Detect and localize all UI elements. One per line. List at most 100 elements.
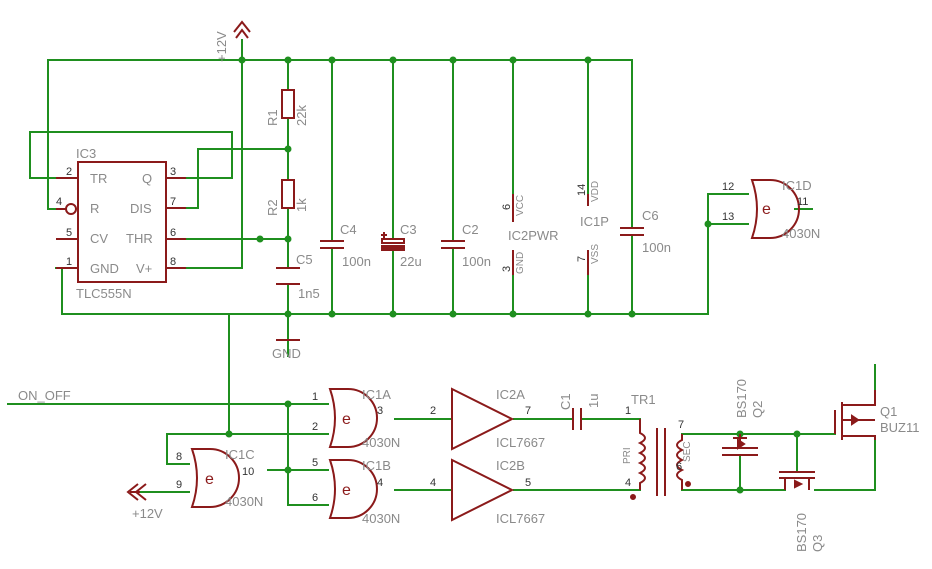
c1-value: 1u <box>586 394 601 408</box>
ic3-pinnum-tr: 2 <box>66 166 72 178</box>
ic2pwr-vcc: VCC <box>515 195 526 216</box>
ic3-pinnum-cv: 5 <box>66 227 72 239</box>
ic3-ref: IC3 <box>76 146 96 161</box>
ic1d-symbol: e <box>762 201 771 218</box>
vcc-top-symbol: +12V <box>214 20 251 62</box>
ic3-pinnum-thr: 6 <box>170 227 176 239</box>
ic3-pinnum-r: 4 <box>56 196 62 208</box>
ic2pwr-gnd-pin: 3 <box>501 266 513 272</box>
ic1d-ref: IC1D <box>782 178 812 193</box>
ic1a-in2: 2 <box>312 421 318 433</box>
ic1a-out: 3 <box>377 405 383 417</box>
ic3-pin-tr: TR <box>90 171 107 186</box>
ic1c-symbol: e <box>205 471 214 488</box>
ic3-pin-gnd: GND <box>90 261 119 276</box>
vcc-top-label: +12V <box>214 31 229 62</box>
tr1-pin-4: 4 <box>625 477 631 489</box>
ic3-pin-dis: DIS <box>130 201 152 216</box>
vcc-bottom-label: +12V <box>132 506 163 521</box>
on-off-signal-label: ON_OFF <box>18 388 71 403</box>
ic3-pin-q: Q <box>142 171 152 186</box>
c4-ref: C4 <box>340 222 357 237</box>
capacitor-c6: C6 100n <box>620 208 671 255</box>
r1-ref: R1 <box>265 109 280 126</box>
ic1b-out: 4 <box>377 477 383 489</box>
capacitor-c5: C5 1n5 <box>276 252 320 301</box>
ic1c-in2: 9 <box>176 479 182 491</box>
ic3-value: TLC555N <box>76 286 132 301</box>
vcc-bottom-symbol: +12V <box>126 483 163 521</box>
gnd-label: GND <box>272 346 301 361</box>
resistor-r1: R1 22k <box>265 89 309 126</box>
c6-value: 100n <box>642 240 671 255</box>
capacitor-c3: C3 22u <box>381 222 422 269</box>
ic1b-ref: IC1B <box>362 458 391 473</box>
tr1-pri: PRI <box>622 447 633 464</box>
ic2pwr-gnd: GND <box>515 252 526 274</box>
mosfet-q3: BS170 Q3 <box>779 471 825 552</box>
ic1b-value: 4030N <box>362 511 400 526</box>
ic1c-ref: IC1C <box>225 447 255 462</box>
q1-ref: Q1 <box>880 404 897 419</box>
ic3-pinnum-gnd: 1 <box>66 256 72 268</box>
r1-value: 22k <box>294 105 309 126</box>
ic1d-in2: 13 <box>722 211 734 223</box>
c5-ref: C5 <box>296 252 313 267</box>
ic1a-value: 4030N <box>362 435 400 450</box>
ic1c-in1: 8 <box>176 451 182 463</box>
ic1b-symbol: e <box>342 482 351 499</box>
driver-ic2b: IC2B ICL7667 4 5 <box>430 458 545 526</box>
q1-value: BUZ11 <box>880 420 920 435</box>
ic3-pinnum-dis: 7 <box>170 196 176 208</box>
ic1c-out: 10 <box>242 466 254 478</box>
c3-ref: C3 <box>400 222 417 237</box>
transformer-tr1: TR1 PRI SEC 1 4 7 6 <box>622 392 693 500</box>
tr1-pin-6: 6 <box>676 461 682 473</box>
c4-value: 100n <box>342 254 371 269</box>
ic2a-in: 2 <box>430 405 436 417</box>
c5-value: 1n5 <box>298 286 320 301</box>
ic2pwr-vcc-pin: 6 <box>501 204 513 210</box>
ic1a-ref: IC1A <box>362 387 391 402</box>
ic3-pin-vplus: V+ <box>136 261 152 276</box>
tr1-sec: SEC <box>682 441 693 462</box>
c3-value: 22u <box>400 254 422 269</box>
q3-ref: Q3 <box>810 535 825 552</box>
q3-value: BS170 <box>794 513 809 552</box>
ic3-pin-thr: THR <box>126 231 153 246</box>
ic1b-in2: 6 <box>312 492 318 504</box>
ic1d-out: 11 <box>797 196 808 208</box>
capacitor-c4: C4 100n <box>320 222 371 269</box>
gate-ic1a: e IC1A 4030N 1 2 3 <box>312 387 400 450</box>
ic2b-out: 5 <box>525 477 531 489</box>
gate-ic1b: e IC1B 4030N 5 6 4 <box>312 457 400 526</box>
ic1a-in1: 1 <box>312 391 318 403</box>
wires <box>7 39 876 506</box>
ic1d-value: 4030N <box>782 226 820 241</box>
ic2a-value: ICL7667 <box>496 435 545 450</box>
driver-ic2a: IC2A ICL7667 2 7 <box>430 387 545 451</box>
capacitor-c2: C2 100n <box>441 222 491 269</box>
ic2b-value: ICL7667 <box>496 511 545 526</box>
r2-ref: R2 <box>265 199 280 216</box>
mosfet-q2: BS170 Q2 <box>722 379 765 456</box>
ic3-pin-cv: CV <box>90 231 108 246</box>
ic1c-value: 4030N <box>225 494 263 509</box>
c1-ref: C1 <box>558 393 573 410</box>
ic1p-vdd: VDD <box>590 181 601 202</box>
ic3-timer: IC3 TLC555N TR R CV GND Q DIS THR V+ 2 4… <box>56 146 186 301</box>
gnd-symbol: GND <box>272 339 301 361</box>
tr1-pin-1: 1 <box>625 405 631 417</box>
resistor-r2: R2 1k <box>265 179 309 216</box>
ic1p-vdd-pin: 14 <box>576 184 588 196</box>
c2-value: 100n <box>462 254 491 269</box>
ic2b-in: 4 <box>430 477 436 489</box>
ic1a-symbol: e <box>342 411 351 428</box>
ic1p-vss-pin: 7 <box>576 256 588 262</box>
q2-value: BS170 <box>734 379 749 418</box>
ic2pwr-ref: IC2PWR <box>508 228 559 243</box>
ic1p-ref: IC1P <box>580 214 609 229</box>
ic2pwr-power-pins: IC2PWR VCC GND 6 3 <box>501 194 559 275</box>
ic3-pin-r: R <box>90 201 99 216</box>
ic2a-ref: IC2A <box>496 387 525 402</box>
